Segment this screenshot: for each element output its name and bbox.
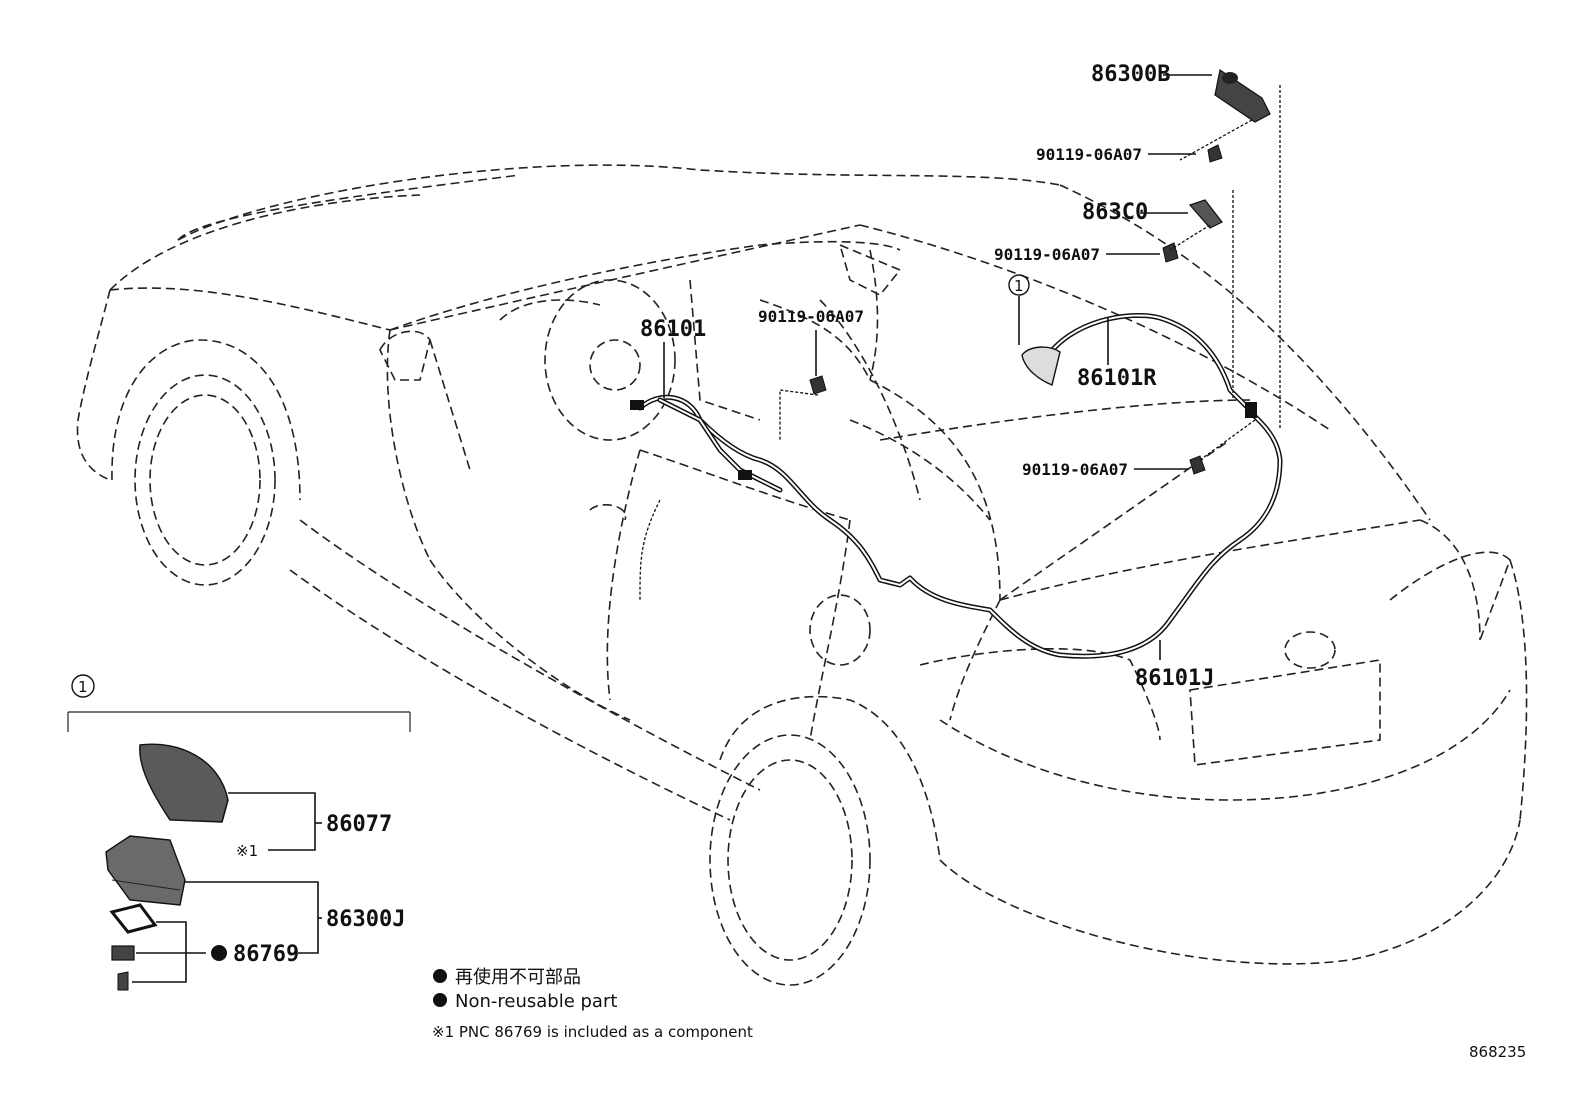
svg-text:86077: 86077 <box>326 812 392 837</box>
svg-text:1: 1 <box>78 678 88 696</box>
callout-90119-a: 90119-06A07 <box>1036 145 1196 164</box>
svg-text:86101R: 86101R <box>1077 366 1157 391</box>
svg-text:86300B: 86300B <box>1091 62 1170 87</box>
clip-icon <box>111 945 135 961</box>
legend: 再使用不可部品 Non-reusable part ※1 PNC 86769 i… <box>432 967 753 1041</box>
svg-text:※1 PNC 86769 is included as a: ※1 PNC 86769 is included as a component <box>432 1023 753 1041</box>
callout-90119-c: 90119-06A07 <box>758 307 864 376</box>
bracket-863C0-icon <box>1188 199 1223 229</box>
svg-text:Non-reusable part: Non-reusable part <box>455 991 617 1012</box>
svg-text:90119-06A07: 90119-06A07 <box>994 245 1100 264</box>
svg-text:90119-06A07: 90119-06A07 <box>1022 460 1128 479</box>
callout-86101J: 86101J <box>1135 640 1214 691</box>
svg-text:86101J: 86101J <box>1135 666 1214 691</box>
detail-view-1: 1 86077 ※1 86300J <box>67 674 411 991</box>
antenna-body-icon <box>105 835 186 906</box>
svg-text:90119-06A07: 90119-06A07 <box>1036 145 1142 164</box>
bolt-icon <box>809 375 827 395</box>
callout-90119-b: 90119-06A07 <box>994 245 1160 264</box>
callout-86101: 86101 <box>640 317 706 398</box>
shark-fin-cover-icon <box>139 743 229 823</box>
antenna-cable-86101 <box>630 313 1283 659</box>
legend-dot-icon <box>433 993 447 1007</box>
amplifier-86300B-icon <box>1214 69 1271 123</box>
svg-text:86769: 86769 <box>233 942 299 967</box>
non-reusable-dot-icon <box>211 945 227 961</box>
svg-text:再使用不可部品: 再使用不可部品 <box>455 967 581 988</box>
callout-863C0: 863C0 <box>1082 200 1188 225</box>
callout-86300B: 86300B <box>1091 62 1212 87</box>
callout-circle-ref: 1 <box>1008 274 1030 345</box>
screw-icon <box>117 971 129 991</box>
svg-text:※1: ※1 <box>236 842 258 860</box>
bolt-icon <box>1207 144 1223 163</box>
svg-text:86101: 86101 <box>640 317 706 342</box>
shark-fin-antenna-roof <box>1021 346 1061 386</box>
gasket-icon <box>109 903 158 934</box>
callout-86101R: 86101R <box>1077 318 1157 391</box>
svg-text:1: 1 <box>1014 277 1024 295</box>
callout-90119-d: 90119-06A07 <box>1022 460 1188 479</box>
svg-text:863C0: 863C0 <box>1082 200 1148 225</box>
bolt-icon <box>1189 455 1206 475</box>
figure-id: 868235 <box>1469 1043 1526 1061</box>
legend-dot-icon <box>433 969 447 983</box>
svg-text:86300J: 86300J <box>326 907 405 932</box>
svg-text:90119-06A07: 90119-06A07 <box>758 307 864 326</box>
vehicle-outline <box>76 164 1528 986</box>
